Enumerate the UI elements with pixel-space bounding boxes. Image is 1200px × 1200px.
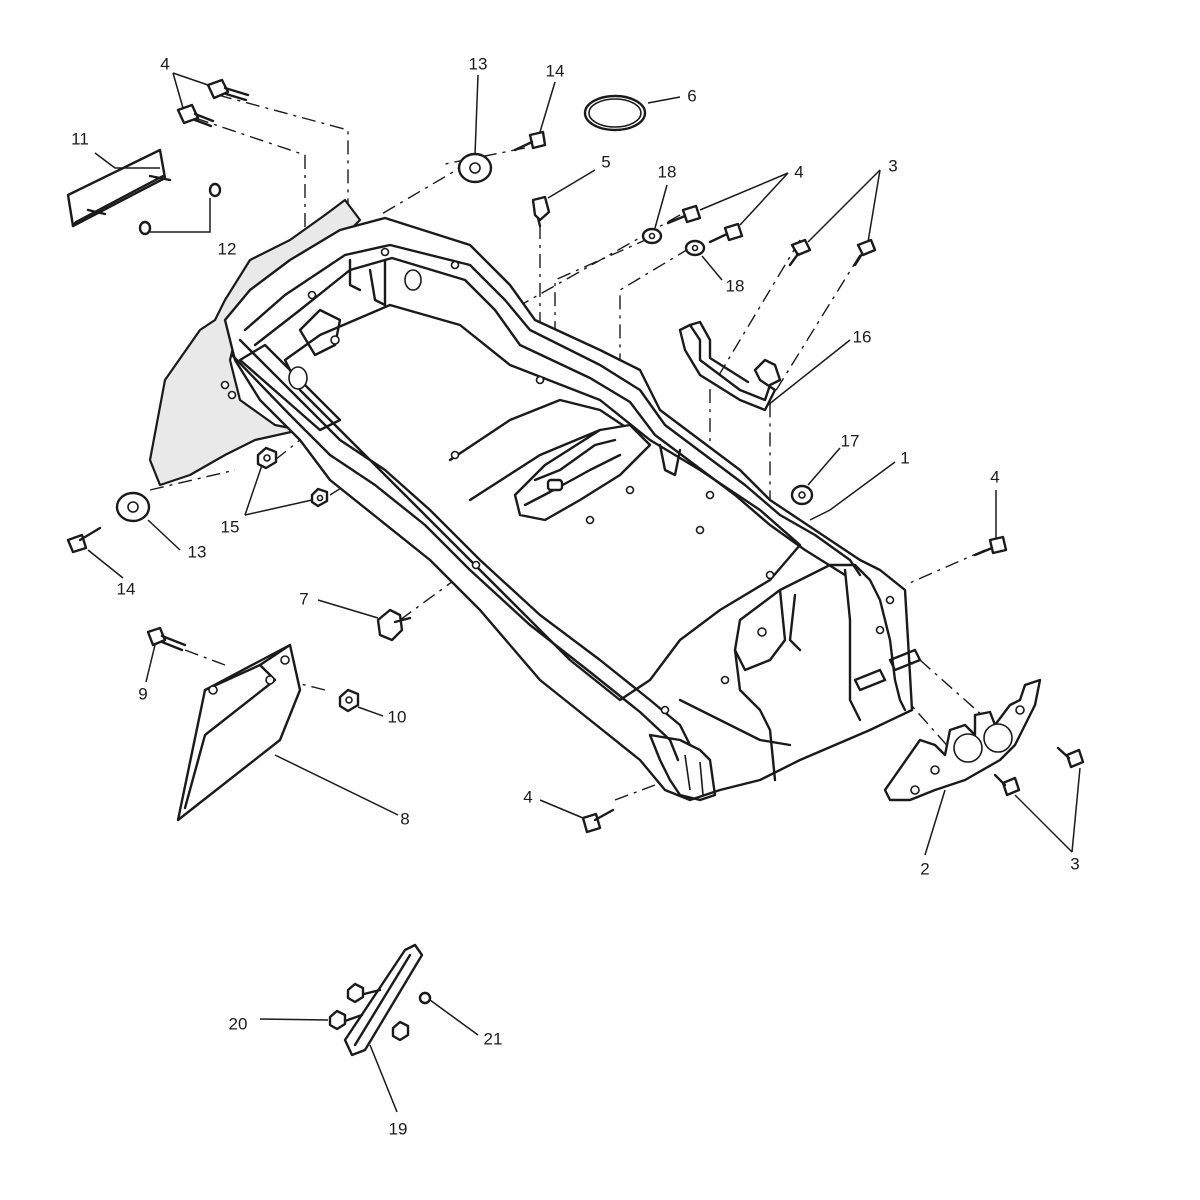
callout-labels: 1 2 3 3 4 4 4 4 5 6 7 8 9 10 11 12 13 13… (71, 54, 1080, 1138)
callout-12: 12 (218, 239, 237, 258)
callout-3-bottom: 3 (1070, 854, 1079, 873)
callout-13-top: 13 (469, 54, 488, 73)
callout-17: 17 (841, 431, 860, 450)
bolt-icon (788, 238, 812, 267)
callout-18-top: 18 (658, 162, 677, 181)
callout-11: 11 (71, 129, 89, 148)
callout-5: 5 (601, 152, 610, 171)
rear-mudguard-frame-icon (148, 198, 922, 802)
bolt-icon (66, 526, 102, 554)
bolt-icon (146, 626, 187, 652)
callout-10: 10 (388, 707, 407, 726)
callout-2: 2 (920, 859, 929, 878)
bolt-icon (513, 130, 547, 152)
nut-icon (346, 982, 365, 1004)
bolt-icon (973, 535, 1008, 557)
leader-lines (87, 72, 1081, 1113)
bolt-icon (666, 204, 702, 225)
rear-bracket-plate (883, 678, 1042, 802)
bolt-icon (176, 103, 215, 128)
callout-16: 16 (853, 327, 872, 346)
battery-strap-bracket (678, 320, 782, 412)
callout-21: 21 (484, 1029, 503, 1048)
callout-4-bottom: 4 (523, 787, 532, 806)
callout-18-right: 18 (726, 276, 745, 295)
callout-14-top: 14 (546, 61, 565, 80)
reflector-plate (330, 943, 432, 1057)
bolt-icon (853, 238, 877, 267)
nut-icon (338, 688, 360, 713)
o-ring-icon (583, 94, 647, 132)
nut-icon (256, 446, 278, 470)
bolt-icon (206, 78, 250, 102)
callout-8: 8 (400, 809, 409, 828)
callout-6: 6 (687, 86, 696, 105)
callout-7: 7 (299, 589, 308, 608)
nut-icon (328, 1009, 347, 1031)
nut-icon (391, 1020, 410, 1042)
callout-19: 19 (389, 1119, 408, 1138)
callout-4-top-right: 4 (794, 162, 803, 181)
bolt-icon (581, 808, 615, 834)
bolt-icon (531, 195, 551, 228)
bolt-icon (708, 222, 744, 244)
callout-4-right: 4 (990, 467, 999, 486)
callout-20: 20 (229, 1014, 248, 1033)
callout-14-left: 14 (117, 579, 136, 598)
callout-9: 9 (138, 684, 147, 703)
callout-3-top: 3 (888, 156, 897, 175)
callout-4-top-left: 4 (160, 54, 169, 73)
nut-icon (376, 608, 412, 642)
washer-icon (418, 991, 432, 1005)
callout-13-left: 13 (188, 542, 207, 561)
callout-15: 15 (221, 517, 240, 536)
bolt-icon (1056, 746, 1085, 769)
bolt-icon (993, 773, 1021, 797)
license-plate-bracket (66, 148, 222, 236)
nut-icon (310, 487, 329, 508)
callout-1: 1 (900, 448, 909, 467)
side-panel (176, 643, 302, 822)
